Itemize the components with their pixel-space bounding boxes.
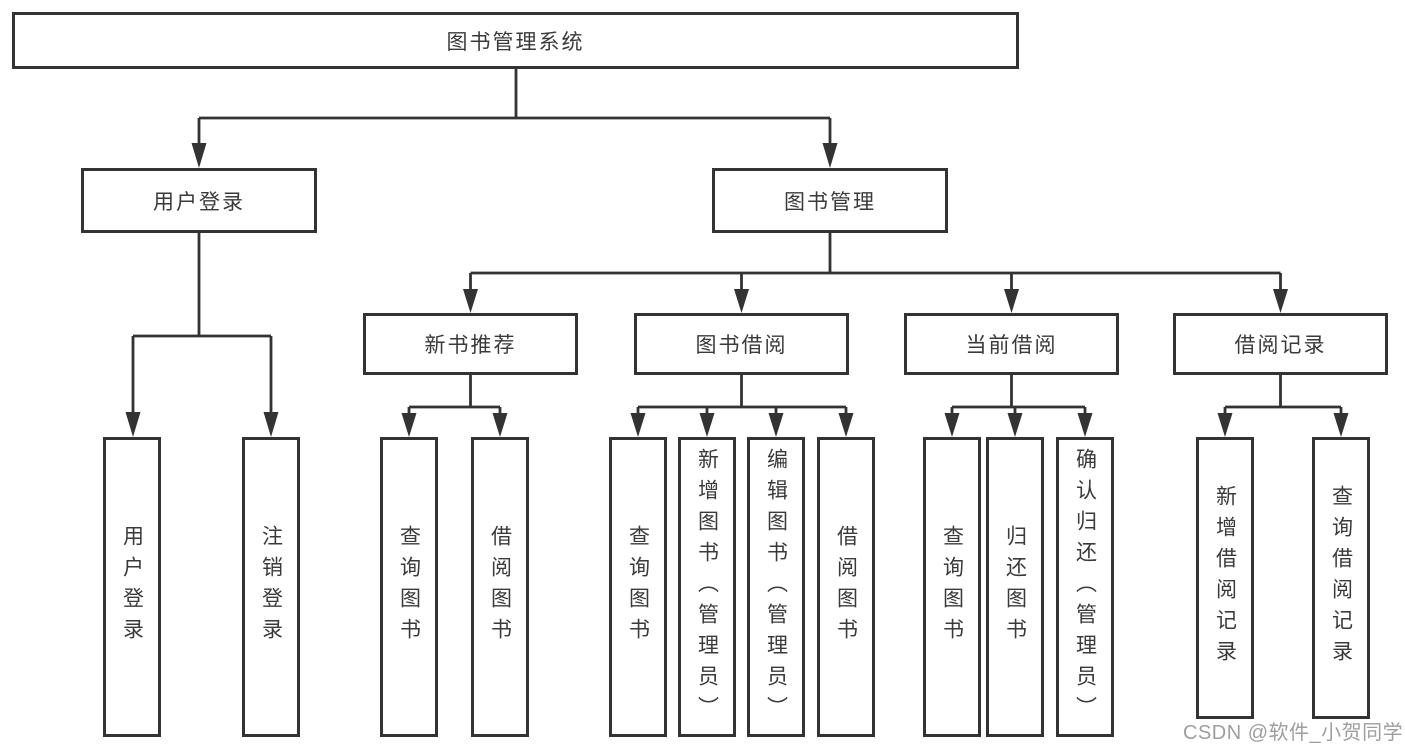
- node-book-management-label: 图书管理: [784, 190, 876, 214]
- leaf-query-borrow-record-label: 查询借阅记录: [1329, 485, 1353, 671]
- leaf-query-books-current: 查询图书: [923, 437, 981, 737]
- leaf-return-books-label: 归还图书: [1003, 525, 1027, 649]
- leaf-confirm-return-admin-label: 确认归还（管理员）: [1073, 447, 1097, 727]
- node-book-management: 图书管理: [712, 168, 948, 233]
- leaf-query-books-recommend-label: 查询图书: [397, 525, 421, 649]
- leaf-add-borrow-record-label: 新增借阅记录: [1213, 485, 1237, 671]
- arrowheads: [125, 143, 1349, 437]
- leaf-borrow-books-recommend-label: 借阅图书: [488, 525, 512, 649]
- leaf-logout: 注销登录: [242, 437, 300, 737]
- leaf-query-books-current-label: 查询图书: [940, 525, 964, 649]
- node-library-system-label: 图书管理系统: [446, 30, 585, 54]
- leaf-add-book-admin-label: 新增图书（管理员）: [695, 447, 719, 727]
- node-library-system: 图书管理系统: [12, 12, 1019, 69]
- node-book-borrowing: 图书借阅: [634, 313, 849, 375]
- leaf-query-books-recommend: 查询图书: [380, 437, 438, 737]
- leaf-confirm-return-admin: 确认归还（管理员）: [1056, 437, 1114, 737]
- leaf-user-login-label: 用户登录: [120, 525, 144, 649]
- leaf-add-borrow-record: 新增借阅记录: [1196, 437, 1254, 719]
- leaf-logout-label: 注销登录: [259, 525, 283, 649]
- leaf-query-books-borrowing-label: 查询图书: [626, 525, 650, 649]
- leaf-query-borrow-record: 查询借阅记录: [1312, 437, 1370, 719]
- node-current-borrowing-label: 当前借阅: [965, 334, 1058, 357]
- leaf-borrow-books: 借阅图书: [817, 437, 875, 737]
- leaf-query-books-borrowing: 查询图书: [609, 437, 667, 737]
- node-user-login-label: 用户登录: [153, 190, 245, 214]
- leaf-return-books: 归还图书: [986, 437, 1044, 737]
- csdn-watermark: CSDN @软件_小贺同学: [1183, 722, 1404, 744]
- leaf-add-book-admin: 新增图书（管理员）: [678, 437, 736, 737]
- leaf-borrow-books-label: 借阅图书: [834, 525, 858, 649]
- leaf-edit-book-admin: 编辑图书（管理员）: [747, 437, 805, 737]
- node-book-borrowing-label: 图书借阅: [695, 334, 788, 357]
- node-user-login: 用户登录: [81, 168, 317, 233]
- leaf-borrow-books-recommend: 借阅图书: [471, 437, 529, 737]
- leaf-edit-book-admin-label: 编辑图书（管理员）: [764, 447, 788, 727]
- node-borrowing-records: 借阅记录: [1173, 313, 1388, 375]
- leaf-user-login: 用户登录: [103, 437, 161, 737]
- node-current-borrowing: 当前借阅: [904, 313, 1119, 375]
- node-borrowing-records-label: 借阅记录: [1234, 334, 1327, 357]
- node-new-book-recommend: 新书推荐: [363, 313, 578, 375]
- node-new-book-recommend-label: 新书推荐: [424, 334, 517, 357]
